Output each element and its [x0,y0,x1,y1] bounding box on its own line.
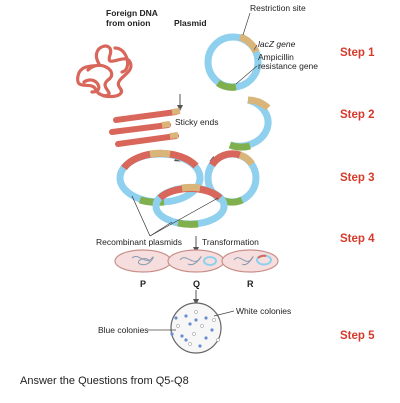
recombinant-plasmids-label: Recombinant plasmids [96,237,182,247]
ampicillin-leader [235,65,258,85]
blue-colony [210,328,214,332]
blue-colony [204,316,208,320]
ampicillin-label-line1: Ampicillin [258,52,294,62]
lacz-gene-label: lacZ gene [258,39,296,49]
white-colonies-leader [213,310,235,317]
sticky-ends-label: Sticky ends [175,117,218,127]
white-colony [200,324,204,328]
foreign-dna-label-line1: Foreign DNA [106,8,158,18]
plasmid-step1 [204,33,262,91]
blue-colonies-label: Blue colonies [98,325,149,335]
cell-label-q: Q [193,279,200,289]
question-prompt: Answer the Questions from Q5-Q8 [20,375,189,387]
white-colony [216,338,220,342]
foreign-dna-label-line2: from onion [106,18,150,28]
pointer-recombinant-1 [131,195,151,237]
cell-label-r: R [247,279,254,289]
blue-colony [184,338,188,342]
white-colony [212,318,216,322]
recombinant-plasmid-small [204,150,260,206]
blue-colony [194,318,198,322]
lacz-leader [253,44,258,51]
blue-colony [174,316,178,320]
cell-label-p: P [140,279,146,289]
blue-colony [184,314,188,318]
bacterial-cell-p [114,249,172,273]
blue-colony [188,322,192,326]
bacterial-cell-q [167,249,225,273]
white-colony [188,342,192,346]
ampicillin-label-line2: resistance gene [258,61,318,71]
pointer-recombinant-3 [149,197,219,237]
blue-colony [198,344,202,348]
step-3-label: Step 3 [340,172,375,184]
dna-fragments [109,108,181,147]
colonies [170,310,220,348]
white-colony [176,324,180,328]
onion-dna-tangle [76,44,133,99]
opened-plasmid [228,96,272,151]
transformation-label: Transformation [202,237,259,247]
step-5-label: Step 5 [340,330,375,342]
blue-colony [180,334,184,338]
white-colonies-label: White colonies [236,306,291,316]
recombinant-plasmid-bottom [152,183,228,228]
step-4-label: Step 4 [340,233,375,245]
restriction-site-leader [242,12,251,36]
restriction-site-label: Restriction site [250,3,306,13]
petri-dish [170,302,222,354]
blue-colony [204,336,208,340]
step-2-label: Step 2 [340,109,375,121]
white-colony [192,332,196,336]
white-colony [194,310,198,314]
bacterial-cell-r [221,249,279,273]
plasmid-label: Plasmid [174,18,207,28]
step-1-label: Step 1 [340,47,375,59]
blue-colony [170,332,174,336]
